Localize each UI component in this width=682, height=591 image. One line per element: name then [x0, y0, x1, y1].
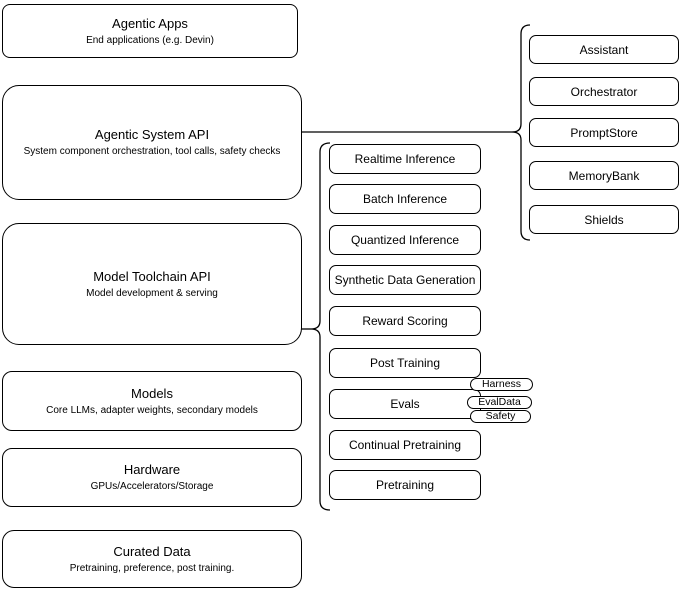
- node-label: Evals: [390, 397, 420, 411]
- node-title: Model Toolchain API: [93, 268, 211, 284]
- node-continual-pretraining: Continual Pretraining: [329, 430, 481, 460]
- tag-label: EvalData: [478, 396, 521, 409]
- node-title: Hardware: [123, 462, 181, 477]
- node-hardware: Hardware GPUs/Accelerators/Storage: [2, 448, 302, 507]
- node-realtime-inference: Realtime Inference: [329, 144, 481, 174]
- tag-safety: Safety: [470, 410, 531, 423]
- node-label: Batch Inference: [362, 192, 448, 206]
- tag-label: Safety: [485, 410, 516, 423]
- node-reward-scoring: Reward Scoring: [329, 306, 481, 336]
- node-label: Continual Pretraining: [348, 438, 462, 452]
- node-label: Realtime Inference: [354, 152, 456, 166]
- node-curated-data: Curated Data Pretraining, preference, po…: [2, 530, 302, 588]
- tag-evaldata: EvalData: [467, 396, 532, 409]
- node-shields: Shields: [529, 205, 679, 234]
- node-subtitle: Core LLMs, adapter weights, secondary mo…: [46, 404, 258, 416]
- node-quantized-inference: Quantized Inference: [329, 225, 481, 255]
- node-orchestrator: Orchestrator: [529, 77, 679, 106]
- node-title: Models: [131, 385, 173, 401]
- node-assistant: Assistant: [529, 35, 679, 64]
- node-models: Models Core LLMs, adapter weights, secon…: [2, 371, 302, 431]
- node-pretraining: Pretraining: [329, 470, 481, 500]
- node-batch-inference: Batch Inference: [329, 184, 481, 214]
- node-synthetic-data-generation: Synthetic Data Generation: [329, 265, 481, 295]
- tag-harness: Harness: [470, 378, 533, 391]
- node-agentic-system-api: Agentic System API System component orch…: [2, 85, 302, 200]
- node-evals: Evals: [329, 389, 481, 419]
- node-agentic-apps: Agentic Apps End applications (e.g. Devi…: [2, 4, 298, 58]
- node-label: Reward Scoring: [362, 314, 448, 328]
- node-label: MemoryBank: [568, 168, 640, 183]
- node-subtitle: Pretraining, preference, post training.: [69, 562, 235, 574]
- node-label: Pretraining: [375, 478, 435, 492]
- system-components-bracket: [511, 24, 531, 241]
- node-promptstore: PromptStore: [529, 118, 679, 147]
- node-title: Curated Data: [113, 543, 191, 559]
- node-post-training: Post Training: [329, 348, 481, 378]
- node-subtitle: GPUs/Accelerators/Storage: [90, 481, 214, 492]
- node-memorybank: MemoryBank: [529, 161, 679, 190]
- node-subtitle: Model development & serving: [86, 287, 218, 299]
- node-label: Quantized Inference: [350, 233, 460, 247]
- node-subtitle: System component orchestration, tool cal…: [23, 146, 281, 157]
- node-label: Synthetic Data Generation: [334, 273, 476, 287]
- node-title: Agentic Apps: [112, 15, 188, 31]
- node-label: Assistant: [579, 42, 629, 57]
- node-title: Agentic System API: [94, 127, 210, 142]
- toolchain-bracket: [310, 142, 331, 511]
- node-subtitle: End applications (e.g. Devin): [86, 34, 214, 46]
- node-label: PromptStore: [570, 125, 638, 140]
- node-model-toolchain-api: Model Toolchain API Model development & …: [2, 223, 302, 345]
- tag-label: Harness: [481, 378, 522, 391]
- node-label: Shields: [584, 212, 624, 227]
- node-label: Post Training: [369, 356, 441, 370]
- node-label: Orchestrator: [570, 84, 638, 99]
